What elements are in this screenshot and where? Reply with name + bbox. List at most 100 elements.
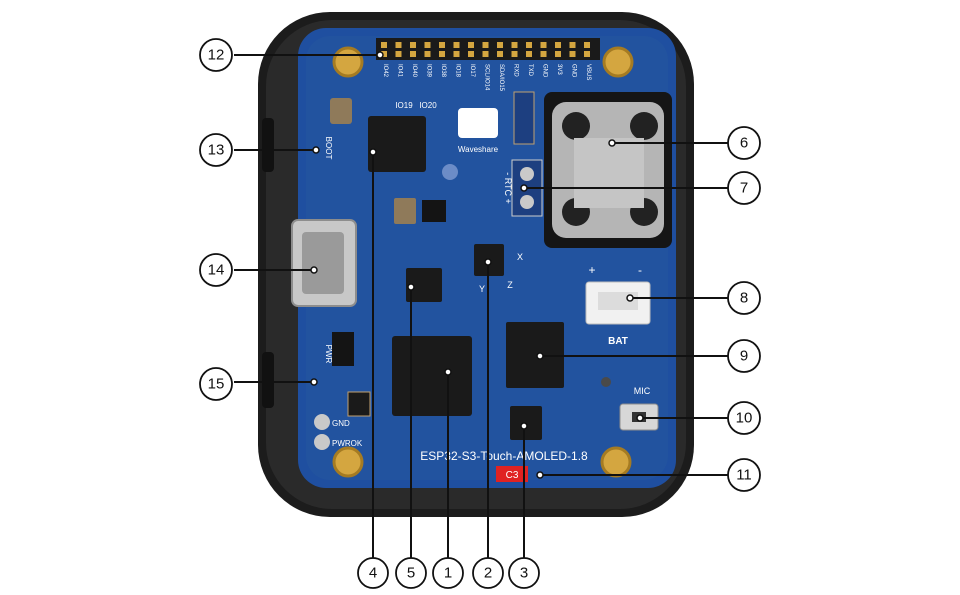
- header-pin: [395, 51, 402, 57]
- callout-13: 13: [208, 142, 225, 159]
- callout-12-circle: [199, 38, 233, 72]
- mic-led: [601, 377, 611, 387]
- callout-13-circle: [199, 133, 233, 167]
- header-pin: [526, 42, 532, 48]
- callout-6: 6: [740, 135, 748, 152]
- rtc-pin-plus: [520, 195, 534, 209]
- chip-1: [392, 336, 472, 416]
- header-pin-label: 3V3: [556, 64, 562, 75]
- header-pin-label: GND: [571, 64, 577, 78]
- header-pin: [439, 51, 445, 57]
- c3-label: C3: [506, 470, 519, 481]
- bat-minus: -: [638, 263, 642, 277]
- callout-15: 15: [208, 376, 225, 393]
- header-pin: [453, 51, 460, 57]
- header-pin: [540, 42, 547, 48]
- header-pin: [482, 51, 489, 57]
- bat-label: BAT: [608, 336, 628, 347]
- callout-15-circle: [199, 367, 233, 401]
- header-pin: [511, 42, 518, 48]
- callout-1-circle: [432, 557, 464, 589]
- callout-10: 10: [736, 410, 753, 427]
- header-pin: [468, 42, 474, 48]
- pin-header-pins: [381, 42, 590, 57]
- leader-end-3: [520, 422, 528, 430]
- header-pin-label: IO39: [426, 64, 432, 78]
- side-button-bottom: [262, 352, 274, 408]
- callout-1: 1: [444, 565, 452, 582]
- header-pin: [424, 42, 431, 48]
- callout-3: 3: [520, 565, 528, 582]
- header-pin: [395, 42, 402, 48]
- callout-14: 14: [208, 262, 225, 279]
- io20-label: IO20: [419, 101, 437, 110]
- header-pin: [540, 51, 547, 57]
- product-name: ESP32-S3-Touch-AMOLED-1.8: [420, 449, 588, 463]
- mount-hole-top-left: [332, 46, 364, 78]
- header-pin-label: GND: [542, 64, 548, 78]
- leader-end-6: [608, 139, 616, 147]
- header-pin: [424, 51, 431, 57]
- pwrok-label: PWROK: [332, 439, 363, 448]
- header-pin-label: VBUS: [585, 64, 591, 80]
- leader-end-9: [536, 352, 544, 360]
- header-pin: [482, 42, 489, 48]
- header-pin: [497, 51, 503, 57]
- leader-end-14: [310, 266, 318, 274]
- callout-4-circle: [357, 557, 389, 589]
- callout-5-circle: [395, 557, 427, 589]
- leader-end-11: [536, 471, 544, 479]
- rtc-label: - RTC +: [503, 172, 513, 204]
- leader-end-5: [407, 283, 415, 291]
- leader-end-1: [444, 368, 452, 376]
- gnd-pad: [314, 414, 330, 430]
- mic-label: MIC: [634, 386, 651, 396]
- leader-end-8: [626, 294, 634, 302]
- header-pin: [569, 51, 576, 57]
- header-pin: [381, 42, 387, 48]
- leader-end-2: [484, 258, 492, 266]
- c3-capacitor: [496, 466, 528, 482]
- callout-3-circle: [508, 557, 540, 589]
- header-pin: [511, 51, 518, 57]
- callout-10-circle: [727, 401, 761, 435]
- mount-hole-bottom-left: [332, 446, 364, 478]
- io19-label: IO19: [395, 101, 413, 110]
- test-pad: [442, 164, 458, 180]
- header-pin: [410, 51, 416, 57]
- header-pin-label: IO41: [397, 64, 403, 78]
- leader-end-12: [376, 51, 384, 59]
- axis-x-label: X: [517, 252, 523, 262]
- header-pin-label: RXD: [513, 64, 519, 77]
- callout-7-circle: [727, 171, 761, 205]
- pwr-switch: [332, 332, 354, 366]
- resistor-array: [513, 91, 535, 145]
- mount-hole-bottom-right: [600, 446, 632, 478]
- bat-plus: +: [588, 263, 595, 277]
- axis-y-label: Y: [479, 284, 485, 294]
- side-button-top: [262, 118, 274, 172]
- brand-label: Waveshare: [458, 145, 499, 154]
- chip-4: [368, 116, 426, 172]
- leader-end-10: [636, 414, 644, 422]
- callout-9: 9: [740, 348, 748, 365]
- callout-8: 8: [740, 290, 748, 307]
- gnd-label: GND: [332, 419, 350, 428]
- callout-5: 5: [407, 565, 415, 582]
- header-pin: [410, 42, 416, 48]
- callout-12: 12: [208, 47, 225, 64]
- header-pin: [468, 51, 474, 57]
- axis-z-label: Z: [507, 280, 513, 290]
- rtc-battery-label: [574, 138, 644, 208]
- leader-end-4: [369, 148, 377, 156]
- header-pin-label: TXD: [527, 64, 533, 77]
- callout-6-circle: [727, 126, 761, 160]
- leader-end-13: [312, 146, 320, 154]
- header-pin-label: SDA/IO15: [498, 64, 504, 92]
- callout-11: 11: [736, 467, 752, 484]
- header-pin-label: SCL/IO14: [484, 64, 490, 91]
- header-pin: [584, 51, 590, 57]
- header-pin: [555, 51, 561, 57]
- usb-c-port-inner: [302, 232, 344, 294]
